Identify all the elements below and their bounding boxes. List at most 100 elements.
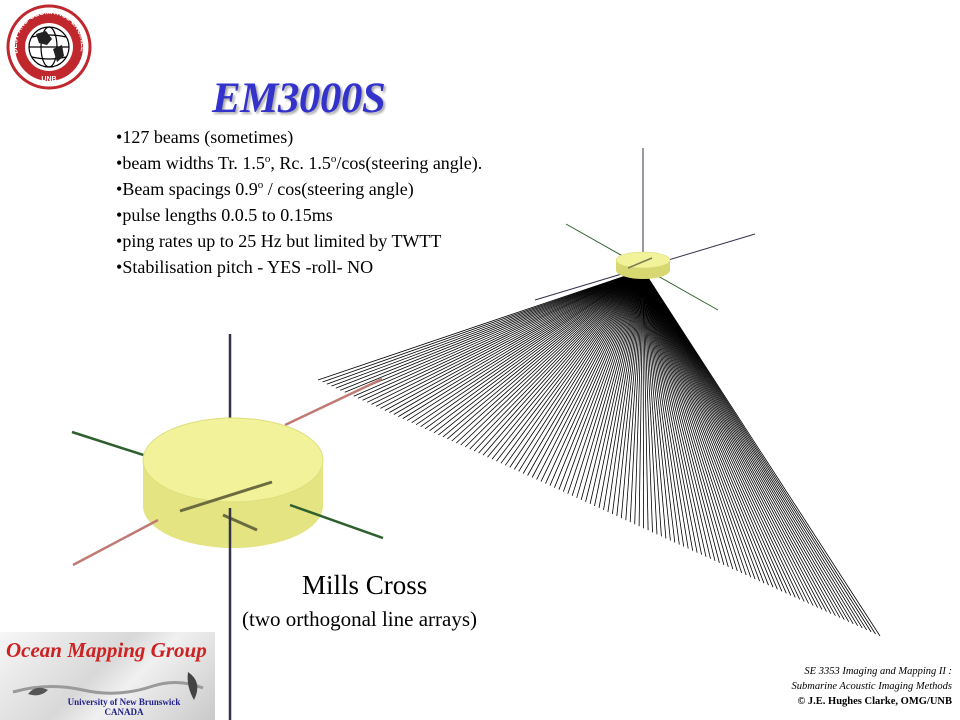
beam-line xyxy=(571,269,644,496)
mills-red-axis-back xyxy=(284,377,383,427)
beam-line xyxy=(642,269,729,568)
beam-line xyxy=(411,269,644,424)
beam-line xyxy=(642,269,823,610)
logo-unb-text: UNB xyxy=(41,76,56,83)
beam-line xyxy=(393,269,644,415)
copyright-text: © J.E. Hughes Clarke, OMG/UNB xyxy=(797,696,952,707)
beam-line xyxy=(616,269,644,517)
beam-line xyxy=(642,269,881,637)
beam-line xyxy=(326,269,644,385)
beam-line xyxy=(380,269,644,409)
beam-line xyxy=(642,269,841,618)
beam-line xyxy=(642,269,872,633)
beam-line xyxy=(473,269,644,452)
beam-line xyxy=(642,269,702,555)
beam-line xyxy=(594,269,644,507)
beam-line xyxy=(642,269,743,574)
beam-line xyxy=(642,269,832,614)
beam-line xyxy=(576,269,644,498)
beam-line xyxy=(438,269,644,436)
beam-line xyxy=(642,269,783,592)
beam-line xyxy=(642,269,827,612)
mills-green-axis-front xyxy=(289,503,384,540)
beam-line xyxy=(322,269,644,383)
beam-line xyxy=(522,269,644,474)
beam-line xyxy=(456,269,644,444)
omg-university: University of New Brunswick CANADA xyxy=(44,697,204,717)
beam-line xyxy=(531,269,644,478)
beam-line xyxy=(603,269,644,511)
bullet-beams: 127 beams (sometimes) xyxy=(116,124,482,150)
slide-title: EM3000S xyxy=(212,75,386,122)
beam-line xyxy=(642,269,809,604)
mills-cross-subtitle: (two orthogonal line arrays) xyxy=(242,607,478,631)
beam-line xyxy=(612,269,644,515)
beam-line xyxy=(384,269,644,411)
beam-line xyxy=(420,269,644,428)
beam-line xyxy=(460,269,644,446)
beam-line xyxy=(598,269,644,509)
beam-line xyxy=(638,269,644,527)
beam-line xyxy=(642,269,805,602)
beam-line xyxy=(589,269,644,504)
beam-line xyxy=(642,269,662,537)
beam-line xyxy=(549,269,644,486)
beam-line xyxy=(642,269,765,584)
beam-line xyxy=(447,269,644,440)
omg-title: Ocean Mapping Group xyxy=(6,638,207,662)
omg-university-name: University of New Brunswick xyxy=(67,697,181,707)
beam-line xyxy=(558,269,644,490)
beam-line xyxy=(642,269,876,635)
beam-line xyxy=(562,269,644,492)
beam-line xyxy=(536,269,644,480)
beam-line xyxy=(642,269,734,570)
omg-country: CANADA xyxy=(104,707,144,717)
beam-line xyxy=(478,269,644,454)
beam-line xyxy=(642,269,658,535)
beam-line xyxy=(429,269,644,432)
beam-line xyxy=(642,269,801,600)
beam-line xyxy=(504,269,644,466)
beam-line xyxy=(371,269,644,405)
omg-logo-background xyxy=(0,632,215,720)
beam-line xyxy=(451,269,644,442)
mills-cross-title: Mills Cross xyxy=(302,570,428,600)
beam-line xyxy=(482,269,644,456)
beam-line xyxy=(642,269,850,623)
beam-line xyxy=(540,269,644,482)
beam-line xyxy=(642,269,720,564)
beam-line xyxy=(567,269,644,494)
beam-line xyxy=(642,269,792,596)
beam-line xyxy=(642,269,867,631)
beam-line xyxy=(642,269,774,588)
beam-line xyxy=(545,269,644,484)
beam-line xyxy=(513,269,644,470)
beam-line xyxy=(362,269,644,401)
bullet-ping-rates: ping rates up to 25 Hz but limited by TW… xyxy=(116,228,482,254)
beam-line xyxy=(500,269,644,464)
beam-line xyxy=(642,269,796,598)
beam-line xyxy=(585,269,644,502)
beam-line xyxy=(375,269,644,407)
beam-line xyxy=(642,269,760,582)
beam-line xyxy=(642,269,725,566)
beam-line xyxy=(642,269,644,529)
beam-line xyxy=(620,269,644,519)
beam-line xyxy=(509,269,644,468)
bullet-beam-widths: beam widths Tr. 1.5o, Rc. 1.5o/cos(steer… xyxy=(116,150,482,176)
beam-line xyxy=(331,269,644,387)
bullet-pulse-lengths: pulse lengths 0.0.5 to 0.15ms xyxy=(116,202,482,228)
beam-line xyxy=(642,269,769,586)
bullet-beam-spacings: Beam spacings 0.9o / cos(steering angle) xyxy=(116,176,482,202)
beam-line xyxy=(487,269,644,458)
beam-line xyxy=(344,269,644,393)
beam-line xyxy=(406,269,644,421)
beam-line xyxy=(642,269,738,572)
beam-line xyxy=(335,269,644,389)
beam-line xyxy=(642,269,711,559)
beam-line xyxy=(642,269,667,539)
beam-line xyxy=(642,269,694,551)
beam-line xyxy=(642,269,863,629)
